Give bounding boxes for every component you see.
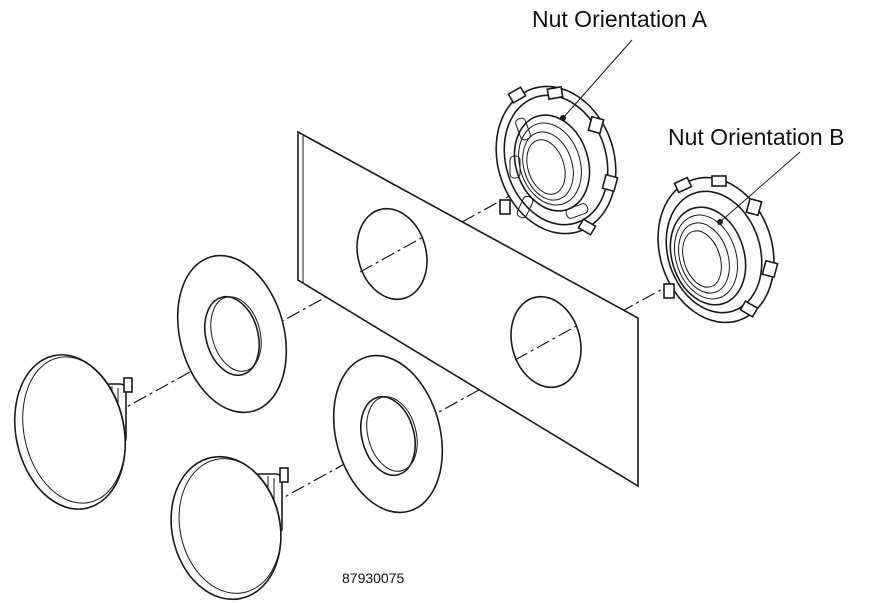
- mushroom-button-lower: [170, 455, 289, 601]
- nut-orientation-b-label: Nut Orientation B: [668, 124, 845, 150]
- nut-orientation-a: [495, 39, 633, 236]
- figure-number: 87930075: [342, 570, 405, 586]
- washer-upper: [176, 254, 288, 414]
- mushroom-button-upper: [13, 354, 133, 510]
- panel-hole-upper: [356, 207, 428, 301]
- panel: [297, 130, 639, 488]
- nut-a-leader: [562, 39, 633, 119]
- nut-b-leader: [719, 151, 801, 223]
- nut-orientation-a-label: Nut Orientation A: [532, 6, 708, 32]
- panel-hole-lower: [510, 295, 582, 389]
- panel-face: [297, 130, 639, 488]
- washer-lower: [332, 354, 444, 514]
- nut-orientation-b: [657, 151, 801, 324]
